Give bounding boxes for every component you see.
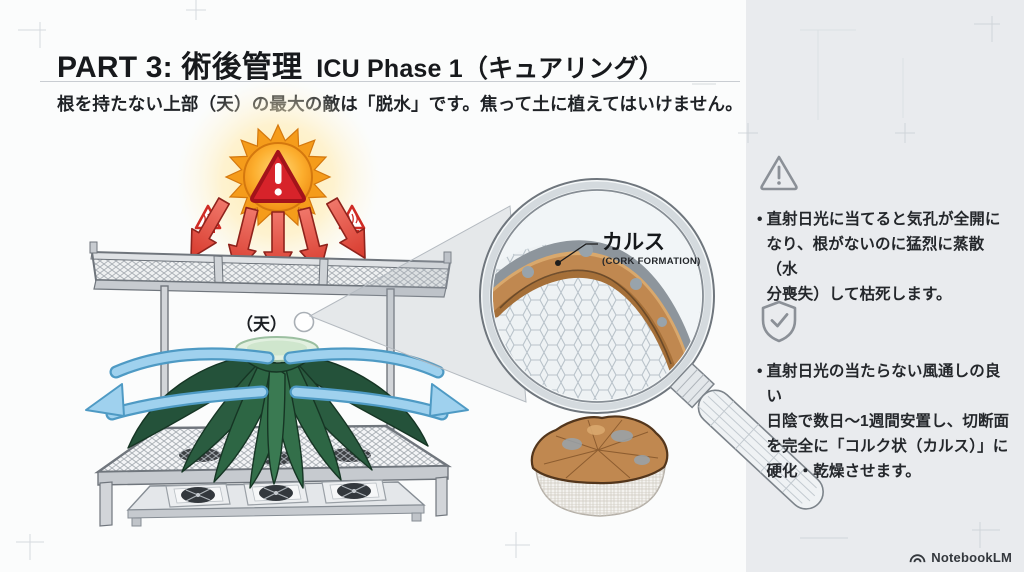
magnifying-glass: カルス (CORK FORMATION) (479, 178, 824, 510)
caution-line-3: 分喪失）して枯死します。 (766, 286, 952, 304)
airflow-arrow-right (283, 347, 469, 421)
page-title: PART 3: 術後管理 ICU Phase 1（キュアリング） (57, 42, 664, 86)
callus-stump (530, 415, 669, 517)
airflow-arrow-left (85, 347, 275, 421)
warning-triangle-in-sun (250, 150, 306, 203)
airflow-arrows (85, 347, 469, 421)
protection-line-3: を完全に「コルク状（カルス）」に (766, 438, 1009, 456)
protection-line-4: 硬化・乾燥させます。 (766, 463, 921, 481)
notebooklm-logo-icon (909, 554, 926, 563)
bullet-marker: • (757, 211, 763, 228)
page-title-main: PART 3: 術後管理 (57, 51, 303, 84)
callus-label: カルス (602, 231, 665, 254)
notebooklm-badge: NotebookLM (909, 550, 1012, 565)
caution-line-2: なり、根がないのに猛烈に蒸散（水 (766, 236, 985, 279)
caution-text: 直射日光に当てると気孔が全開に なり、根がないのに猛烈に蒸散（水 分喪失）して枯… (766, 207, 1013, 307)
warning-triangle-icon (757, 152, 1013, 197)
bullet-marker: • (757, 363, 763, 380)
protection-section: • 直射日光の当たらない風通しの良い 日陰で数日～1週間安置し、切断面 を完全に… (757, 298, 1013, 485)
sun-warning-icon (176, 78, 380, 282)
title-divider (40, 81, 740, 82)
page-title-phase: ICU Phase 1（キュアリング） (316, 55, 664, 83)
ten-label-callout: （天） (236, 311, 315, 334)
shield-check-icon (757, 298, 1013, 349)
ten-label: （天） (236, 314, 287, 334)
caution-line-1: 直射日光に当てると気孔が全開に (766, 211, 1001, 228)
cooling-fans (126, 479, 426, 527)
caution-section: • 直射日光に当てると気孔が全開に なり、根がないのに猛烈に蒸散（水 分喪失）し… (757, 152, 1013, 307)
callus-detail (493, 192, 701, 400)
shade-roof (89, 241, 452, 298)
protection-line-1: 直射日光の当たらない風通しの良い (766, 363, 1001, 406)
protection-line-2: 日陰で数日～1週間安置し、切断面 (766, 413, 1010, 431)
cork-formation-label: (CORK FORMATION) (602, 256, 701, 267)
notebooklm-label: NotebookLM (931, 550, 1012, 565)
protection-text: 直射日光の当たらない風通しの良い 日陰で数日～1週間安置し、切断面 を完全に「コ… (766, 359, 1013, 485)
magnifier-handle (669, 362, 824, 510)
registration-marks (16, 0, 1000, 560)
